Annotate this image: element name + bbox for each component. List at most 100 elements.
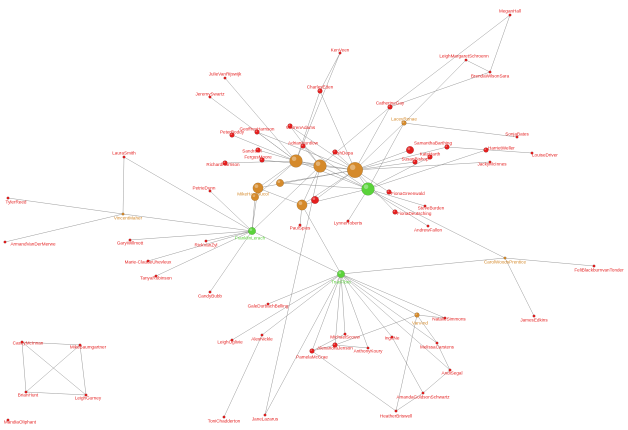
node-RickVanZyl[interactable] xyxy=(204,239,208,243)
node-CandyBubb[interactable] xyxy=(208,290,212,294)
node-label-JamesEdkins: JamesEdkins xyxy=(520,318,548,323)
node-PaulSpies[interactable] xyxy=(298,223,302,227)
node-HubH[interactable] xyxy=(311,195,320,204)
node-MikeBaumgartner[interactable] xyxy=(78,343,82,347)
node-HubA[interactable] xyxy=(289,154,303,168)
node-IngeNe[interactable] xyxy=(390,335,394,339)
edge-CarolWoodsPrentice-TrueFibre xyxy=(340,257,506,275)
node-TrishDepa[interactable] xyxy=(332,149,338,155)
node-GaleDurbach[interactable] xyxy=(266,302,270,306)
node-MeganHall[interactable] xyxy=(508,13,512,17)
node-FeliBlackburn[interactable] xyxy=(592,264,596,268)
node-HubB[interactable] xyxy=(313,159,327,173)
node-highlight-CatherineGay xyxy=(388,105,391,108)
node-JamesEdkins[interactable] xyxy=(532,314,536,318)
node-LynneRoberts[interactable] xyxy=(346,219,350,223)
node-FionaGreenwald[interactable] xyxy=(386,189,392,195)
node-FranklinLerach[interactable] xyxy=(247,226,256,235)
node-RichardHarrison[interactable] xyxy=(222,160,228,166)
node-AndiSegal[interactable] xyxy=(448,368,452,372)
node-label-TrishDepa: TrishDepa xyxy=(332,151,353,156)
node-highlight-FionaGreenwald xyxy=(387,190,390,192)
node-HubI[interactable] xyxy=(406,145,415,154)
node-SamanthaBarthing[interactable] xyxy=(444,144,450,150)
node-AndrewFallon[interactable] xyxy=(426,224,430,228)
node-TylerReed[interactable] xyxy=(6,196,10,200)
node-KenVeen[interactable] xyxy=(338,51,342,55)
node-LeighOglivie[interactable] xyxy=(230,338,234,342)
node-HubD[interactable] xyxy=(361,182,375,196)
node-ToniChadderton[interactable] xyxy=(222,415,226,419)
node-JackyMcInnes[interactable] xyxy=(488,160,492,164)
node-LauraSmith[interactable] xyxy=(122,155,126,159)
edge-LaceyRenae-HubD xyxy=(367,122,405,190)
node-HubG[interactable] xyxy=(276,178,285,187)
node-label-PamelaMcCrae: PamelaMcCrae xyxy=(296,355,328,360)
node-FionaDeutsch[interactable] xyxy=(392,209,398,215)
node-MichaelScouw[interactable] xyxy=(343,332,347,336)
node-GaryWillmott[interactable] xyxy=(128,238,132,242)
node-SteveBurden[interactable] xyxy=(423,204,427,208)
node-MikeHandsucol[interactable] xyxy=(250,192,259,201)
node-HubC[interactable] xyxy=(347,161,364,178)
node-TrueFibre[interactable] xyxy=(337,270,346,279)
node-NatalieSimmons[interactable] xyxy=(443,316,447,320)
node-LouiseDriver[interactable] xyxy=(530,151,534,155)
node-MarieClaude[interactable] xyxy=(146,259,150,263)
node-LaceyRenae[interactable] xyxy=(401,120,407,126)
node-HubE[interactable] xyxy=(252,182,264,194)
node-GeoffreyHarrison[interactable] xyxy=(254,129,260,135)
node-HubF[interactable] xyxy=(296,199,308,211)
node-CarolWoodsPrentice[interactable] xyxy=(503,256,507,260)
node-FergusMoore[interactable] xyxy=(259,157,265,163)
node-KateHarth[interactable] xyxy=(427,154,433,160)
node-label-LynneRoberts: LynneRoberts xyxy=(334,221,363,226)
node-CaseyMcInnan[interactable] xyxy=(20,340,24,344)
node-label-JackyMcInnes: JackyMcInnes xyxy=(477,162,507,167)
node-JulieVanRijswijk[interactable] xyxy=(223,76,227,80)
node-label-CharlesEden: CharlesEden xyxy=(307,85,334,90)
node-BrendaWilsonSara[interactable] xyxy=(488,70,492,74)
edge-TrueFibre-PamelaMcCrae xyxy=(311,273,342,352)
node-AlexandraJenson[interactable] xyxy=(332,342,338,348)
edge-VanAnd-NatalieSimmons xyxy=(416,314,446,319)
edge-MichaelScouw-PamelaMcCrae xyxy=(311,333,346,352)
node-SonjaBates[interactable] xyxy=(515,135,519,139)
node-BrianHunt[interactable] xyxy=(24,390,28,394)
node-JaneLazarus[interactable] xyxy=(263,413,267,417)
node-PetrieDunn[interactable] xyxy=(208,189,212,193)
node-CatherineGay[interactable] xyxy=(387,104,393,110)
node-SandraOl[interactable] xyxy=(255,147,261,153)
node-MandiaOliphant[interactable] xyxy=(6,418,10,422)
node-PamelaMcCrae[interactable] xyxy=(309,348,315,354)
node-HarrietWeller[interactable] xyxy=(483,147,489,153)
node-ArmandVanDerMerwe[interactable] xyxy=(3,240,7,244)
edge-ToniChadderton-AlexNickle xyxy=(223,334,263,418)
node-LeighMargaretSchroenn[interactable] xyxy=(464,58,468,62)
edge-TrueFibre-FranklinLerach xyxy=(251,230,342,275)
node-JeremySwartz[interactable] xyxy=(208,95,212,99)
node-LeighGurney[interactable] xyxy=(84,393,88,397)
node-CharlesEden[interactable] xyxy=(317,88,323,94)
node-AlexNickle[interactable] xyxy=(260,333,264,337)
node-label-FionaGreenwald: FionaGreenwald xyxy=(391,191,425,196)
node-WarrenAdams[interactable] xyxy=(287,123,293,129)
node-VanAnd[interactable] xyxy=(414,312,420,318)
node-SusanBishop[interactable] xyxy=(412,159,418,165)
node-AnthonyKoury[interactable] xyxy=(366,346,370,350)
node-MelissaCarstens[interactable] xyxy=(435,341,439,345)
node-highlight-HubD xyxy=(363,184,369,189)
edge-CarolWoodsPrentice-FeliBlackburn xyxy=(504,257,595,267)
node-AmandaGoldsonSchwartz[interactable] xyxy=(421,391,425,395)
node-TanyaRobinson[interactable] xyxy=(154,274,158,278)
edge-RickVanZyl-FranklinLerach xyxy=(205,230,253,242)
edge-TrueFibre-NatalieSimmons xyxy=(340,273,446,319)
node-HeatherBriswell[interactable] xyxy=(394,409,398,413)
node-AdrianHuntlow[interactable] xyxy=(300,143,306,149)
edge-TrueFibre-HubF xyxy=(301,204,342,275)
node-VincentMaher[interactable] xyxy=(121,212,125,216)
node-label-BrendaWilsonSara: BrendaWilsonSara xyxy=(471,74,510,79)
node-label-HarrietWeller: HarrietWeller xyxy=(488,146,515,151)
edge-MelissaCarstens-AndiSegal xyxy=(436,342,451,371)
node-PeterBoddy[interactable] xyxy=(229,132,235,138)
